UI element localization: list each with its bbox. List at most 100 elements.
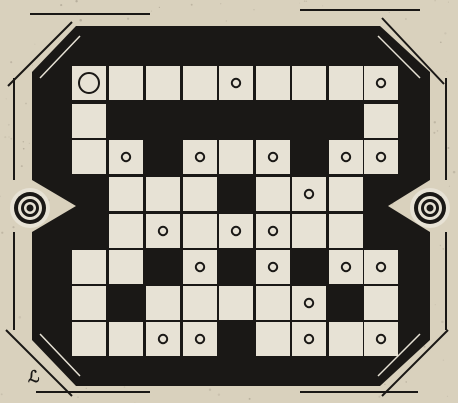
track-square [183, 66, 217, 100]
track-square [183, 214, 217, 248]
track-square [292, 177, 326, 211]
track-square [183, 177, 217, 211]
track-square [219, 140, 253, 174]
track-square [256, 286, 290, 320]
paper-speck [218, 393, 220, 395]
paper-speck [8, 124, 10, 126]
track-square [183, 322, 217, 356]
track-square [256, 214, 290, 248]
track-square [329, 214, 363, 248]
paper-speck [209, 389, 211, 391]
track-square [219, 214, 253, 248]
track-square [292, 214, 326, 248]
paper-speck [124, 386, 126, 388]
paper-speck [151, 11, 152, 12]
track-square [72, 250, 106, 284]
track-square [72, 104, 106, 138]
track-square [109, 177, 143, 211]
track-square [72, 286, 106, 320]
paper-speck [220, 3, 221, 4]
track-square [183, 140, 217, 174]
token-ring [427, 205, 434, 212]
paper-speck [389, 12, 390, 13]
track-square [146, 214, 180, 248]
paper-speck [448, 2, 449, 3]
left-target-token [10, 188, 50, 228]
paper-speck [1, 393, 3, 395]
track-square [109, 322, 143, 356]
track-square [72, 66, 106, 100]
track-square [183, 250, 217, 284]
track-square [109, 66, 143, 100]
paper-speck [435, 304, 436, 305]
paper-speck [453, 171, 456, 174]
track-square [364, 104, 398, 138]
track-square [146, 286, 180, 320]
track-square [146, 66, 180, 100]
paper-speck [34, 44, 35, 45]
paper-speck [86, 388, 87, 389]
paper-speck [29, 143, 30, 144]
track-square [329, 322, 363, 356]
artist-signature: ℒ [28, 367, 40, 386]
paper-speck [434, 121, 436, 123]
track-square [256, 177, 290, 211]
paper-speck [1, 232, 3, 234]
paper-speck [77, 396, 79, 398]
track-square [364, 66, 398, 100]
paper-speck [127, 18, 129, 20]
paper-speck [299, 3, 300, 4]
paper-speck [23, 141, 24, 142]
paper-speck [10, 61, 12, 63]
right-target-token [410, 188, 450, 228]
paper-speck [443, 359, 444, 360]
paper-speck [405, 381, 406, 382]
paper-speck [304, 0, 306, 2]
paper-speck [449, 186, 450, 187]
track-square [364, 250, 398, 284]
paper-speck [23, 148, 25, 150]
track-square [364, 286, 398, 320]
track-square [109, 214, 143, 248]
track-square [146, 177, 180, 211]
track-square [292, 286, 326, 320]
paper-speck [4, 136, 6, 138]
paper-speck [440, 41, 442, 43]
paper-speck [19, 316, 22, 319]
track-square [292, 322, 326, 356]
track-square [72, 140, 106, 174]
track-square [364, 322, 398, 356]
track-square [219, 66, 253, 100]
paper-speck [0, 195, 1, 197]
paper-speck [21, 165, 23, 167]
track-square [329, 66, 363, 100]
paper-speck [447, 396, 448, 397]
paper-speck [6, 98, 7, 99]
track-square [329, 177, 363, 211]
paper-speck [384, 384, 386, 386]
paper-speck [159, 7, 160, 8]
paper-speck [441, 321, 443, 323]
paper-speck [442, 248, 444, 250]
paper-speck [8, 136, 9, 137]
track-square [256, 66, 290, 100]
track-square [256, 250, 290, 284]
track-square [292, 66, 326, 100]
paper-speck [79, 19, 82, 22]
paper-speck [446, 71, 447, 72]
paper-speck [423, 346, 425, 348]
track-square [146, 322, 180, 356]
paper-speck [226, 20, 227, 21]
paper-speck [249, 398, 251, 400]
track-square [329, 250, 363, 284]
paper-speck [253, 9, 254, 10]
paper-speck [10, 138, 12, 140]
paper-speck [447, 147, 449, 149]
paper-speck [433, 132, 435, 134]
track-square [183, 286, 217, 320]
paper-speck [12, 226, 14, 228]
paper-speck [322, 5, 323, 6]
paper-speck [444, 32, 446, 34]
